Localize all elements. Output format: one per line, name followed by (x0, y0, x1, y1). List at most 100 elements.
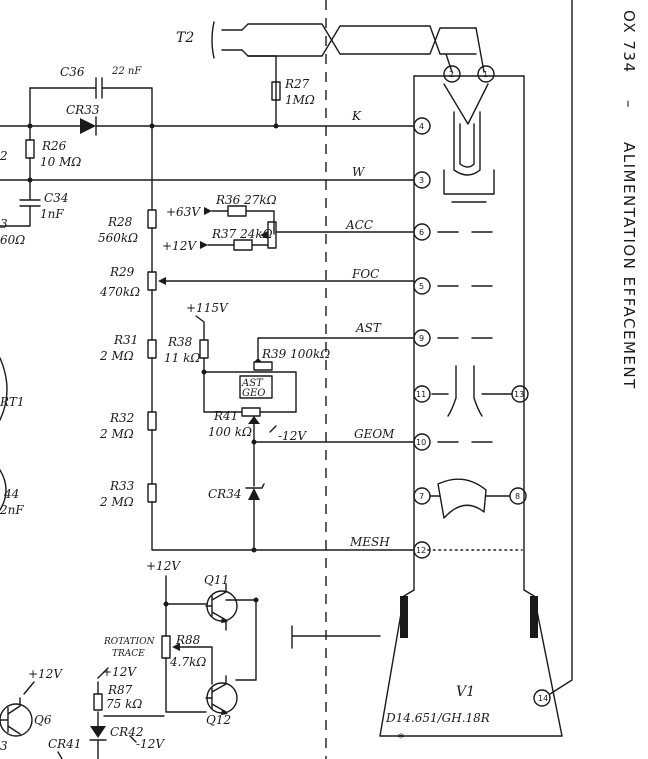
pin-1: 1 (483, 70, 488, 79)
tube-star: * (398, 731, 404, 745)
v-plus63: +63V (166, 205, 201, 219)
q12-label: Q12 (206, 713, 231, 727)
r38-label: R38 (167, 335, 193, 349)
pin-12: 12 (416, 546, 426, 555)
net-acc: ACC (345, 218, 373, 232)
r33-value: 2 MΩ (99, 495, 134, 509)
net-mesh: MESH (349, 535, 390, 549)
resistor-r27: R27 1MΩ (271, 77, 315, 107)
pin-2: 2 (449, 70, 454, 79)
c34-label: C34 (44, 191, 68, 205)
c36-label: C36 (60, 65, 85, 79)
r39-label: R39 100kΩ (261, 347, 330, 361)
fragment-rt1-arc (0, 357, 8, 421)
rotation-label: ROTATION (103, 637, 156, 647)
fragment-c44: 44 (3, 487, 19, 501)
r88-value: 4.7kΩ (169, 655, 206, 669)
cr33-diode: CR33 (29, 103, 153, 136)
net-geom: GEOM (354, 427, 395, 441)
r36-label: R36 27kΩ (215, 193, 277, 207)
v-minus12-bottom: -12V (136, 737, 165, 751)
v-plus115: +115V (186, 301, 229, 315)
r28-value: 560kΩ (98, 231, 138, 245)
model-label: OX 734 (620, 10, 638, 74)
net-w: W (352, 165, 366, 179)
crt-tube-v1: V1 D14.651/GH.18R * (379, 0, 573, 745)
fragment-rt1: RT1 (0, 395, 24, 409)
pin-11: 11 (416, 390, 426, 399)
ast-geo-network: +115V R38 11 kΩ AST GEO R39 100kΩ AST R4… (164, 301, 415, 445)
fragment-r3-value: 60Ω (0, 233, 25, 247)
pin-13: 13 (514, 390, 524, 399)
c36-value: 22 nF (111, 66, 142, 77)
pin-7: 7 (419, 492, 424, 501)
q6-label: Q6 (34, 713, 52, 727)
fragment-r3: 3 (0, 217, 8, 231)
r31-label: R31 (113, 333, 138, 347)
ground-symbol (291, 625, 381, 649)
fragment-r2: 2 (0, 149, 8, 163)
c34-value: 1nF (40, 207, 64, 221)
q6-stage: +12V Q6 3 +12V R87 75 kΩ CR42 -12V CR41 (0, 665, 165, 759)
t2-cable: T2 (176, 21, 485, 127)
acc-network: +63V R36 27kΩ +12V R37 24kΩ ACC (162, 193, 415, 253)
pin-6: 6 (419, 228, 424, 237)
pin-14: 14 (538, 694, 548, 703)
r32-label: R32 (109, 411, 134, 425)
resistor-r33: R33 2 MΩ (99, 479, 157, 509)
r33-label: R33 (109, 479, 135, 493)
pin-3: 3 (419, 176, 424, 185)
pin-4: 4 (419, 122, 424, 131)
r26-label: R26 (41, 139, 67, 153)
resistor-r26: R26 10 MΩ (25, 125, 81, 181)
rotation-stage: +12V Q11 ROTATION TRACE R88 4.7kΩ Q12 (103, 559, 259, 727)
q6-pin3: 3 (0, 739, 8, 753)
title-dash: – (620, 100, 638, 109)
cr33-label: CR33 (66, 103, 100, 117)
r87-label: R87 (107, 683, 133, 697)
r26-value: 10 MΩ (40, 155, 81, 169)
net-k: K (351, 109, 362, 123)
pin-9: 9 (419, 334, 424, 343)
r29-value: 470kΩ (99, 285, 140, 299)
side-title: OX 734 – ALIMENTATION EFFACEMENT (620, 10, 638, 390)
r38-value: 11 kΩ (164, 351, 200, 365)
pin-5: 5 (419, 282, 424, 291)
pin-8: 8 (515, 492, 520, 501)
r88-label: R88 (175, 633, 201, 647)
ast-geo-box-label: AST (241, 378, 264, 389)
v-plus12-acc: +12V (162, 239, 197, 253)
tube-pins: 2 1 4 3 6 5 9 11 13 10 7 8 12 14 (413, 65, 548, 703)
v1-label: V1 (456, 684, 475, 700)
r41-value: 100 kΩ (208, 425, 252, 439)
resistor-r28: R28 560kΩ (98, 209, 157, 245)
v-plus12-q6: +12V (28, 667, 63, 681)
trace-label: TRACE (112, 649, 145, 659)
fragment-c44-arc (0, 469, 7, 511)
q11-label: Q11 (204, 573, 229, 587)
r87-value: 75 kΩ (106, 697, 142, 711)
title-label: ALIMENTATION EFFACEMENT (620, 142, 638, 390)
r27-value: 1MΩ (285, 93, 315, 107)
c36-capacitor: C36 22 nF (29, 65, 153, 127)
cr34-label: CR34 (208, 487, 242, 501)
v-minus12-geo: -12V (278, 429, 307, 443)
r27-label: R27 (284, 77, 310, 91)
v-plus12-q11: +12V (146, 559, 181, 573)
r32-value: 2 MΩ (99, 427, 134, 441)
tube-type-label: D14.651/GH.18R (385, 711, 490, 725)
t2-label: T2 (176, 30, 194, 46)
net-ast: AST (355, 321, 382, 335)
cr34-zener: CR34 (208, 441, 265, 553)
r37-label: R37 24kΩ (211, 227, 273, 241)
r31-value: 2 MΩ (99, 349, 134, 363)
v-plus12-r87: +12V (102, 665, 137, 679)
ast-geo-box-label2: GEO (242, 388, 266, 399)
potentiometer-r29: R29 470kΩ (99, 265, 166, 299)
cr42-label: CR42 (110, 725, 144, 739)
resistor-r31: R31 2 MΩ (99, 333, 157, 363)
c34-capacitor: C34 1nF (0, 179, 68, 227)
resistor-r32: R32 2 MΩ (99, 411, 157, 441)
net-foc: FOC (351, 267, 379, 281)
